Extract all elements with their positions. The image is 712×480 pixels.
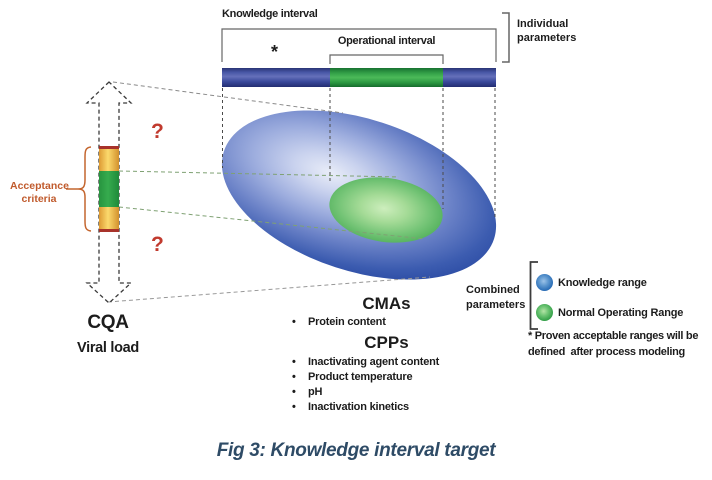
legend-label: Knowledge range [558,276,647,289]
list-item: Inactivation kinetics [292,400,439,415]
operational-interval-bracket [329,54,444,64]
acceptance-green-segment [99,171,119,207]
acceptance-criteria-brace [66,146,92,232]
cqa-label: CQA [87,312,129,333]
figure-caption: Fig 3: Knowledge interval target [216,440,496,461]
lower-yellow-segment [99,207,119,229]
acceptance-criteria-bar [99,146,119,232]
legend-label: Normal Operating Range [558,306,684,319]
legend-item-normal-operating-range: Normal Operating Range [536,304,683,321]
footnote: * Proven acceptable ranges will be defin… [528,330,699,358]
list-item: Protein content [292,315,386,330]
legend-item-knowledge-range: Knowledge range [536,274,647,291]
cpp-list: Inactivating agent content Product tempe… [292,355,439,415]
knowledge-range-dot-icon [536,274,553,291]
cma-title: CMAs [362,294,411,313]
cqa-sublabel: Viral load [76,340,139,356]
operational-interval-label: Operational interval [337,35,436,47]
list-item: Inactivating agent content [292,355,439,370]
list-item: Product temperature [292,370,439,385]
cqa-block: CQA Viral load [58,312,158,356]
cpp-title: CPPs [364,333,409,352]
asterisk-marker: * [271,42,279,62]
individual-parameters-bracket [502,12,510,63]
upper-yellow-segment [99,149,119,171]
operational-interval-segment [330,68,443,87]
individual-parameter-bar [222,68,496,87]
combined-parameters-label: Combined parameters [466,284,526,311]
lower-limit-line [99,229,119,232]
list-item: pH [292,385,439,400]
normal-operating-range-dot-icon [536,304,553,321]
individual-parameters-label: Individual parameters [517,18,577,44]
acceptance-criteria-label: Acceptance criteria [10,180,69,205]
knowledge-interval-label: Knowledge interval [222,8,318,20]
question-mark-upper: ? [151,120,164,143]
question-mark-lower: ? [151,233,164,256]
cma-list: Protein content [292,315,386,330]
